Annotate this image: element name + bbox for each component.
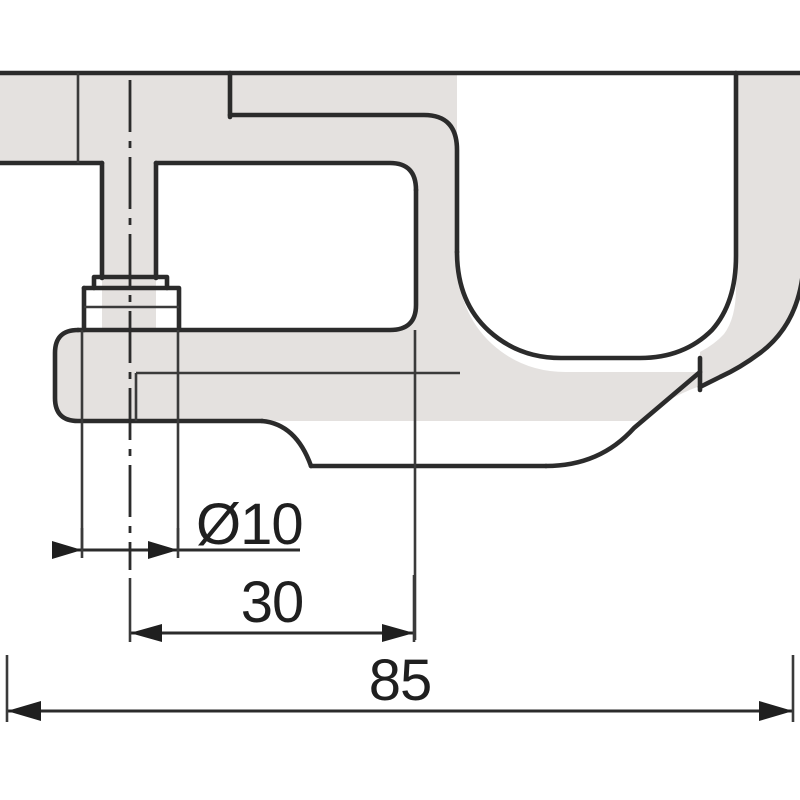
fill-jaw-top-band [78,329,468,373]
void-right-lower [700,390,800,800]
thin-line-group [76,73,460,640]
edge-right-arm [697,277,800,390]
edge-topbar-bottom-right [153,160,419,193]
edge-jaw-ramp [259,418,314,469]
void-pocket [156,163,416,330]
dimension-length-30: 30 [128,570,416,642]
edge-jaw-block [52,327,265,424]
outline-group [0,70,800,469]
edge-pocket-right-bottom [75,187,419,333]
dimension-length-85: 85 [5,648,795,722]
dim30-label: 30 [241,570,304,635]
dim30-arrow-right [382,624,414,642]
void-left-of-shaft [0,165,102,329]
void-below-jaw [0,329,78,421]
dimension-diameter-10: Ø10 [52,492,304,559]
edge-right-ramp [543,369,703,469]
edge-slot-top [227,112,460,255]
edge-throat-left [454,70,739,361]
void-below-everything [0,421,800,800]
void-throat [457,68,736,358]
dim85-arrow-right [759,701,793,721]
dim10-arrow-right [148,541,178,559]
edge-collar-block [81,285,182,333]
fill-right-arm [700,73,800,386]
dim85-label: 85 [369,648,432,713]
dim85-arrow-left [7,701,41,721]
void-under-ramp [262,421,312,470]
dim10-label: Ø10 [196,492,303,557]
void-above-body [0,0,800,73]
fill-topbar-left-corner [0,73,20,165]
dim30-arrow-left [130,624,162,642]
dim10-arrow-left [52,541,82,559]
